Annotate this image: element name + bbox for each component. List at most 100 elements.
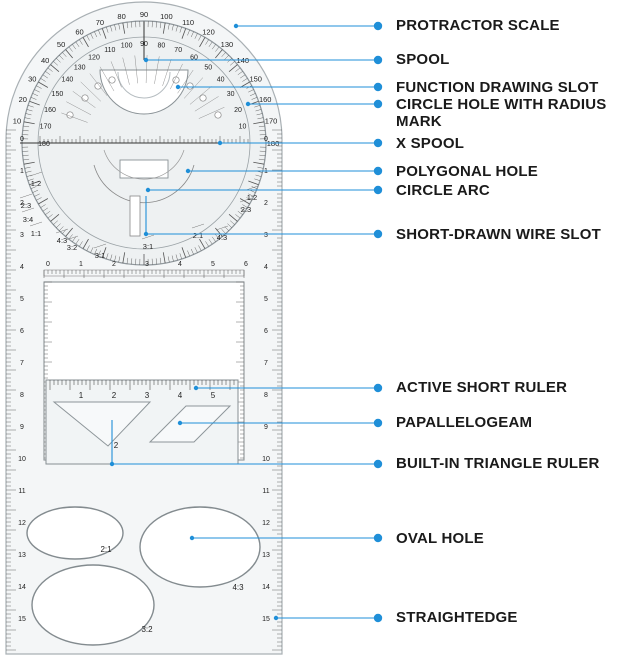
protractor-tick [249,189,256,193]
left-scale-number: 1 [20,168,24,175]
protractor-tick [240,207,246,212]
protractor-tick [215,46,220,52]
protractor-outer-number: 90 [140,10,148,19]
protractor-outer-number: 130 [221,40,234,49]
protractor-tick [27,178,34,181]
protractor-tick [187,29,190,36]
inner-radial-tick [154,56,160,84]
protractor-tick [258,125,265,128]
protractor-number: 70 [174,47,182,54]
protractor-tick [212,44,216,50]
short-ruler-number: 4 [178,391,183,400]
label-circle-hole-radius: CIRCLE HOLE WITH RADIUS [396,96,607,113]
protractor-tick [36,85,42,89]
protractor-tick [198,245,202,251]
protractor-tick [242,78,248,82]
protractor-tick [237,71,243,75]
protractor-tick [215,227,223,237]
protractor-number: 40 [217,77,225,84]
left-scale-number: 5 [20,296,24,303]
built-in-triangle [52,401,152,447]
left-scale-number: 2 [20,200,24,207]
callout-dot-short-drawn-wire-slot [373,229,383,239]
protractor-tick [205,241,209,247]
left-scale-number: 0 [20,136,24,143]
radius-hole [199,94,207,102]
protractor-tick [75,41,80,47]
ratio-mark: 2:3 [241,205,251,214]
protractor-tick [199,238,206,249]
protractor-tick [56,58,61,63]
protractor-tick [79,39,83,45]
inner-radial-tick [122,57,130,85]
short-ruler-number: 1 [79,391,84,400]
oval-hole-large [139,506,261,588]
ratio-mark: 3:1 [143,242,153,251]
protractor-outer-number: 170 [265,117,278,126]
ratio-tick [191,223,205,229]
protractor-tick [187,250,190,257]
protractor-tick [251,97,258,100]
protractor-tick [30,97,37,100]
window-scale-number: 3 [145,261,149,268]
right-scale-number: 8 [264,392,268,399]
protractor-outer-number: 60 [75,27,83,36]
ratio-tick [21,207,35,213]
protractor-tick [22,130,29,132]
label-polygonal-hole: POLYGONAL HOLE [396,163,538,180]
protractor-tick [235,214,241,219]
left-scale-number: 15 [18,616,26,623]
callout-origin-dot [145,187,151,193]
protractor-outer-number: 100 [160,12,173,21]
protractor-tick [155,21,157,28]
label-circle-hole-radius-2: MARK [396,113,442,130]
protractor-tick [199,37,206,48]
protractor-tick [82,37,89,48]
callout-origin-dot [189,535,195,541]
inner-radial-tick [134,55,138,84]
radius-hole [172,76,180,84]
ratio-mark: 3:4 [23,215,33,224]
right-scale-number: 12 [262,520,270,527]
protractor-tick [86,35,90,41]
protractor-tick [249,93,256,97]
right-scale-number: 0 [264,136,268,143]
protractor-tick [72,44,76,50]
oval-hole-bottom [31,564,155,646]
protractor-tick [171,255,174,262]
label-papallelogeam: PAPALLELOGEAM [396,414,533,431]
ratio-tick [141,234,155,240]
protractor-tick [167,23,170,30]
protractor-tick [198,35,202,41]
protractor-tick [110,254,113,261]
right-scale-number: 2 [264,200,268,207]
protractor-tick [98,29,101,36]
protractor-outer-number: 110 [182,18,194,27]
callout-dot-circle-arc [373,185,383,195]
protractor-number: 80 [157,43,165,50]
protractor-tick [215,49,223,59]
inner-radial-tick [177,69,194,94]
ratio-tick [29,221,43,227]
protractor-tick [24,166,31,169]
protractor-tick [181,247,187,258]
protractor-tick [208,41,213,47]
window-scale-number: 2 [112,261,116,268]
protractor-tick [59,226,64,231]
right-scale-number: 6 [264,328,268,335]
protractor-tick [131,21,133,28]
callout-dot-circle-hole-radius [373,99,383,109]
protractor-number: 10 [239,124,247,131]
radius-hole [94,82,102,90]
ratio-tick [93,243,107,249]
protractor-tick [248,180,259,186]
protractor-tick [110,25,113,32]
label-active-short-ruler: ACTIVE SHORT RULER [396,379,568,396]
callout-dot-polygonal-hole [373,166,383,176]
protractor-outer-number: 50 [57,40,65,49]
right-scale-number: 7 [264,360,268,367]
label-straightedge: STRAIGHTEDGE [396,609,518,626]
protractor-tick [72,236,76,242]
right-scale-number: 3 [264,232,268,239]
